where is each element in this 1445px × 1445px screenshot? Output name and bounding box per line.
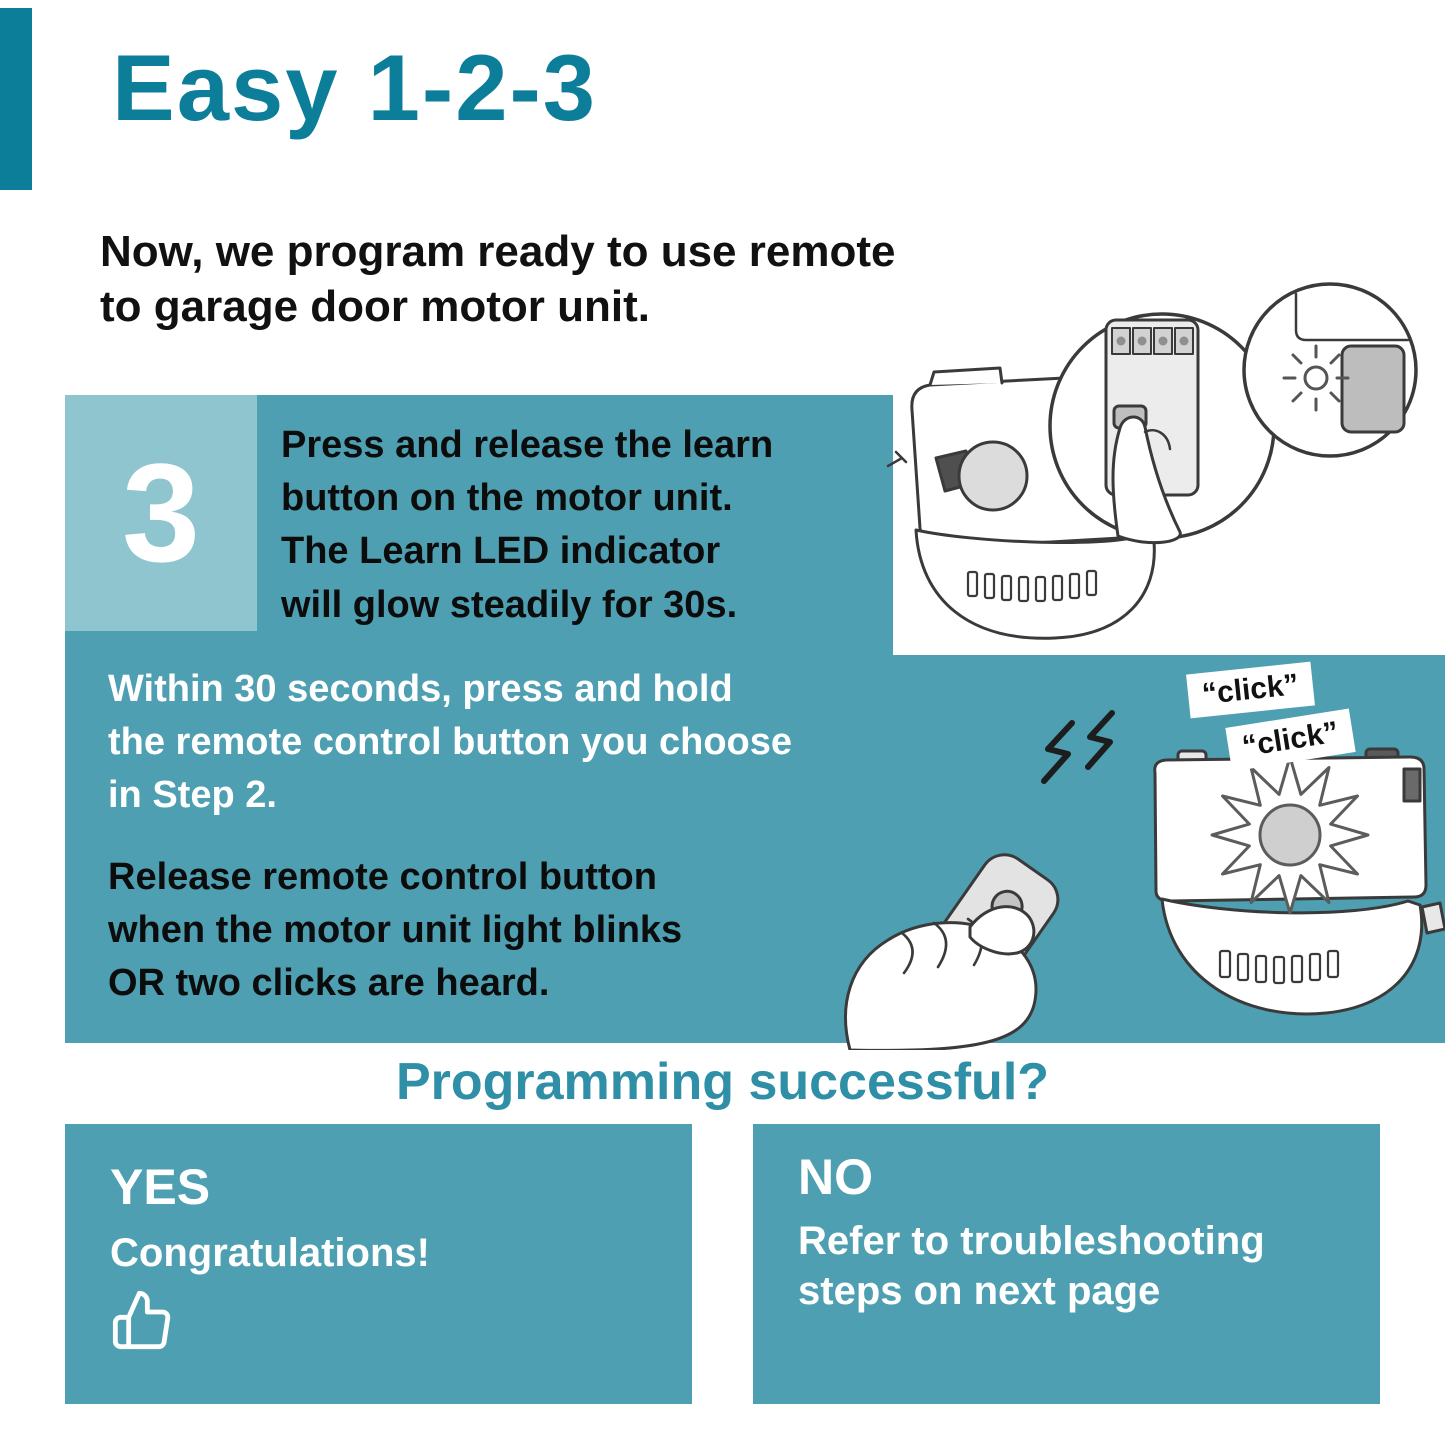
sound-waves-icon (1041, 710, 1115, 784)
motor-unit-blinking-drawing (1153, 747, 1445, 1016)
troubleshooting-text: Refer to troubleshooting steps on next p… (798, 1219, 1265, 1313)
within-30s-instruction: Within 30 seconds, press and hold the re… (108, 668, 793, 817)
page-title: Easy 1-2-3 (112, 35, 598, 140)
step-3-panel-upper: 3 Press and release the learn button on … (65, 395, 893, 655)
learn-button-illustration (886, 282, 1418, 640)
accent-bar (0, 8, 32, 190)
programming-successful-question: Programming successful? (395, 1053, 1050, 1111)
release-instruction: Release remote control button when the m… (108, 856, 683, 1005)
yes-result-box: YES Congratulations! (65, 1124, 692, 1404)
light-bulb-icon (957, 440, 1029, 512)
light-bulb-icon (1258, 803, 1322, 867)
intro-text: Now, we program ready to use remote to g… (100, 227, 896, 331)
vent-slots (1218, 949, 1340, 985)
congratulations-text: Congratulations! (110, 1231, 430, 1275)
thumbs-up-icon (112, 1290, 171, 1350)
step-3-instruction: Press and release the learn button on th… (281, 424, 774, 626)
learn-button-zoom (1048, 312, 1276, 545)
thumb-icon (968, 905, 1036, 956)
led-glow-icon (1282, 344, 1350, 412)
hand-holding-remote-drawing (844, 853, 1060, 1050)
no-result-box: NO Refer to troubleshooting steps on nex… (753, 1124, 1380, 1404)
yes-label: YES (110, 1159, 211, 1215)
no-label: NO (798, 1149, 873, 1205)
remote-pairing-illustration (844, 710, 1445, 1050)
step-number-badge: 3 (65, 395, 257, 631)
finger-icon (1111, 415, 1182, 545)
vent-slots (966, 569, 1098, 603)
led-indicator-zoom (1242, 282, 1418, 458)
